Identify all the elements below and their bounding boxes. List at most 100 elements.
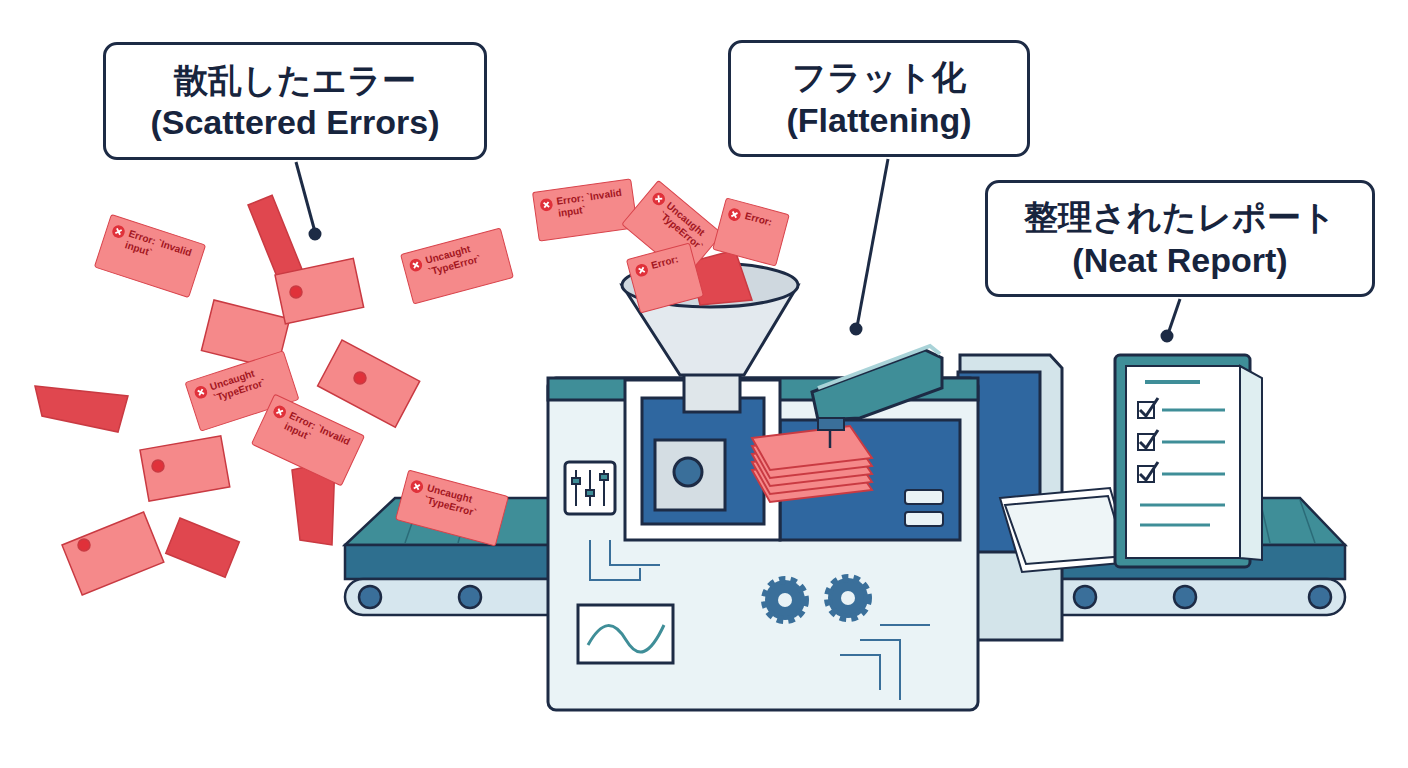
card-text: Error: bbox=[743, 210, 773, 229]
checklist-line bbox=[1140, 524, 1210, 527]
error-icon bbox=[539, 197, 554, 212]
card-text: Uncaught `TypeError` bbox=[424, 236, 503, 279]
checklist-line bbox=[1162, 441, 1225, 444]
error-message: Error: `Invalid input` bbox=[282, 410, 356, 462]
error-icon bbox=[409, 479, 425, 495]
error-card: Error: `Invalid input` bbox=[94, 214, 206, 298]
callout-subtitle: (Flattening) bbox=[786, 99, 971, 142]
report-heading-line bbox=[1145, 380, 1200, 384]
error-icon-cross bbox=[655, 195, 662, 202]
error-icon-cross bbox=[413, 262, 419, 268]
callout-subtitle: (Scattered Errors) bbox=[150, 101, 439, 144]
error-card: Error: bbox=[626, 242, 704, 313]
error-icon-circle bbox=[193, 384, 209, 400]
staple bbox=[829, 430, 832, 448]
stapler-highlight bbox=[818, 346, 940, 388]
slat bbox=[1300, 500, 1315, 543]
leader-dot bbox=[1162, 331, 1172, 341]
roller bbox=[459, 586, 481, 608]
error-message: Error: `Invalid input` bbox=[556, 186, 630, 220]
stapler-head bbox=[818, 418, 844, 430]
button bbox=[905, 512, 943, 526]
error-card: Uncaught `TypeError` bbox=[395, 469, 509, 546]
machine-body bbox=[548, 378, 978, 710]
grinder bbox=[655, 440, 725, 510]
error-message: Error: bbox=[743, 210, 773, 229]
card-text: Error: `Invalid input` bbox=[282, 410, 356, 462]
error-message: Error: bbox=[650, 253, 680, 272]
gear bbox=[765, 580, 805, 620]
checklist-line bbox=[1140, 504, 1225, 507]
report bbox=[1000, 355, 1262, 572]
paper-sheet bbox=[752, 426, 872, 470]
checkmark bbox=[1140, 398, 1158, 416]
error-icon-cross bbox=[544, 202, 550, 208]
error-icon-circle bbox=[634, 263, 649, 278]
error-icon bbox=[726, 207, 742, 223]
callout-box: フラット化(Flattening) bbox=[728, 40, 1030, 157]
card-text: Error: `Invalid input` bbox=[556, 186, 630, 220]
card-text: Error: `Invalid input` bbox=[123, 228, 198, 273]
error-icon-circle bbox=[408, 257, 423, 272]
callout-box: 整理されたレポート(Neat Report) bbox=[985, 180, 1375, 297]
gear bbox=[828, 578, 868, 618]
grinder-knob bbox=[674, 458, 702, 486]
checklist-line bbox=[1162, 473, 1225, 476]
card-text: Error: bbox=[650, 253, 680, 272]
roller bbox=[1309, 586, 1331, 608]
waveform bbox=[588, 625, 664, 652]
error-icon bbox=[193, 384, 209, 400]
sliders bbox=[572, 470, 608, 506]
error-icon-cross bbox=[731, 212, 737, 218]
error-message: Uncaught `TypeError` bbox=[423, 482, 502, 525]
monitor-screen bbox=[578, 605, 673, 663]
slider-knob bbox=[600, 474, 608, 480]
leader-dot bbox=[851, 324, 861, 334]
callout-title: 散乱したエラー bbox=[174, 59, 416, 102]
slider-knob bbox=[572, 478, 580, 484]
error-icon bbox=[110, 223, 126, 239]
paper-scrap bbox=[35, 386, 128, 432]
checkmark bbox=[1140, 462, 1158, 480]
paper-scrap bbox=[166, 518, 240, 577]
report-pages-edge bbox=[1240, 366, 1262, 560]
error-icon-cross bbox=[115, 228, 121, 234]
error-icon bbox=[152, 460, 164, 472]
callout-subtitle: (Neat Report) bbox=[1072, 239, 1287, 282]
error-icon bbox=[271, 403, 288, 420]
checklist-line bbox=[1162, 409, 1225, 412]
slider-knob bbox=[586, 490, 594, 496]
error-icon-cross bbox=[198, 389, 204, 395]
error-icon bbox=[634, 262, 650, 278]
hopper-inner bbox=[642, 398, 764, 524]
error-icon-circle bbox=[111, 224, 127, 240]
error-card: Uncaught `TypeError` bbox=[400, 227, 514, 304]
error-message: Error: `Invalid input` bbox=[123, 228, 198, 273]
error-card-blank bbox=[140, 436, 230, 501]
leader-line bbox=[857, 159, 888, 327]
error-card-blank bbox=[275, 258, 364, 324]
checkmark bbox=[1140, 430, 1158, 448]
report-sheet bbox=[1126, 366, 1240, 558]
error-card: Error: `Invalid input` bbox=[532, 178, 638, 241]
callout-title: 整理されたレポート bbox=[1024, 196, 1336, 239]
roller bbox=[1174, 586, 1196, 608]
stapler-station bbox=[752, 346, 942, 502]
slider bbox=[575, 470, 577, 506]
roller bbox=[359, 586, 381, 608]
callout-box: 散乱したエラー(Scattered Errors) bbox=[103, 42, 487, 160]
leader-line bbox=[1168, 299, 1180, 334]
error-icon bbox=[354, 372, 366, 384]
error-icon-cross bbox=[276, 409, 283, 416]
error-card: Error: bbox=[712, 197, 790, 266]
machine bbox=[548, 355, 1062, 710]
callout-title: フラット化 bbox=[792, 56, 966, 99]
button bbox=[905, 490, 943, 504]
checklist bbox=[1138, 398, 1225, 525]
gear-hub bbox=[841, 591, 855, 605]
error-card-blank bbox=[62, 512, 164, 595]
error-icon bbox=[408, 257, 424, 273]
leader-line bbox=[296, 162, 315, 232]
roller bbox=[1074, 586, 1096, 608]
